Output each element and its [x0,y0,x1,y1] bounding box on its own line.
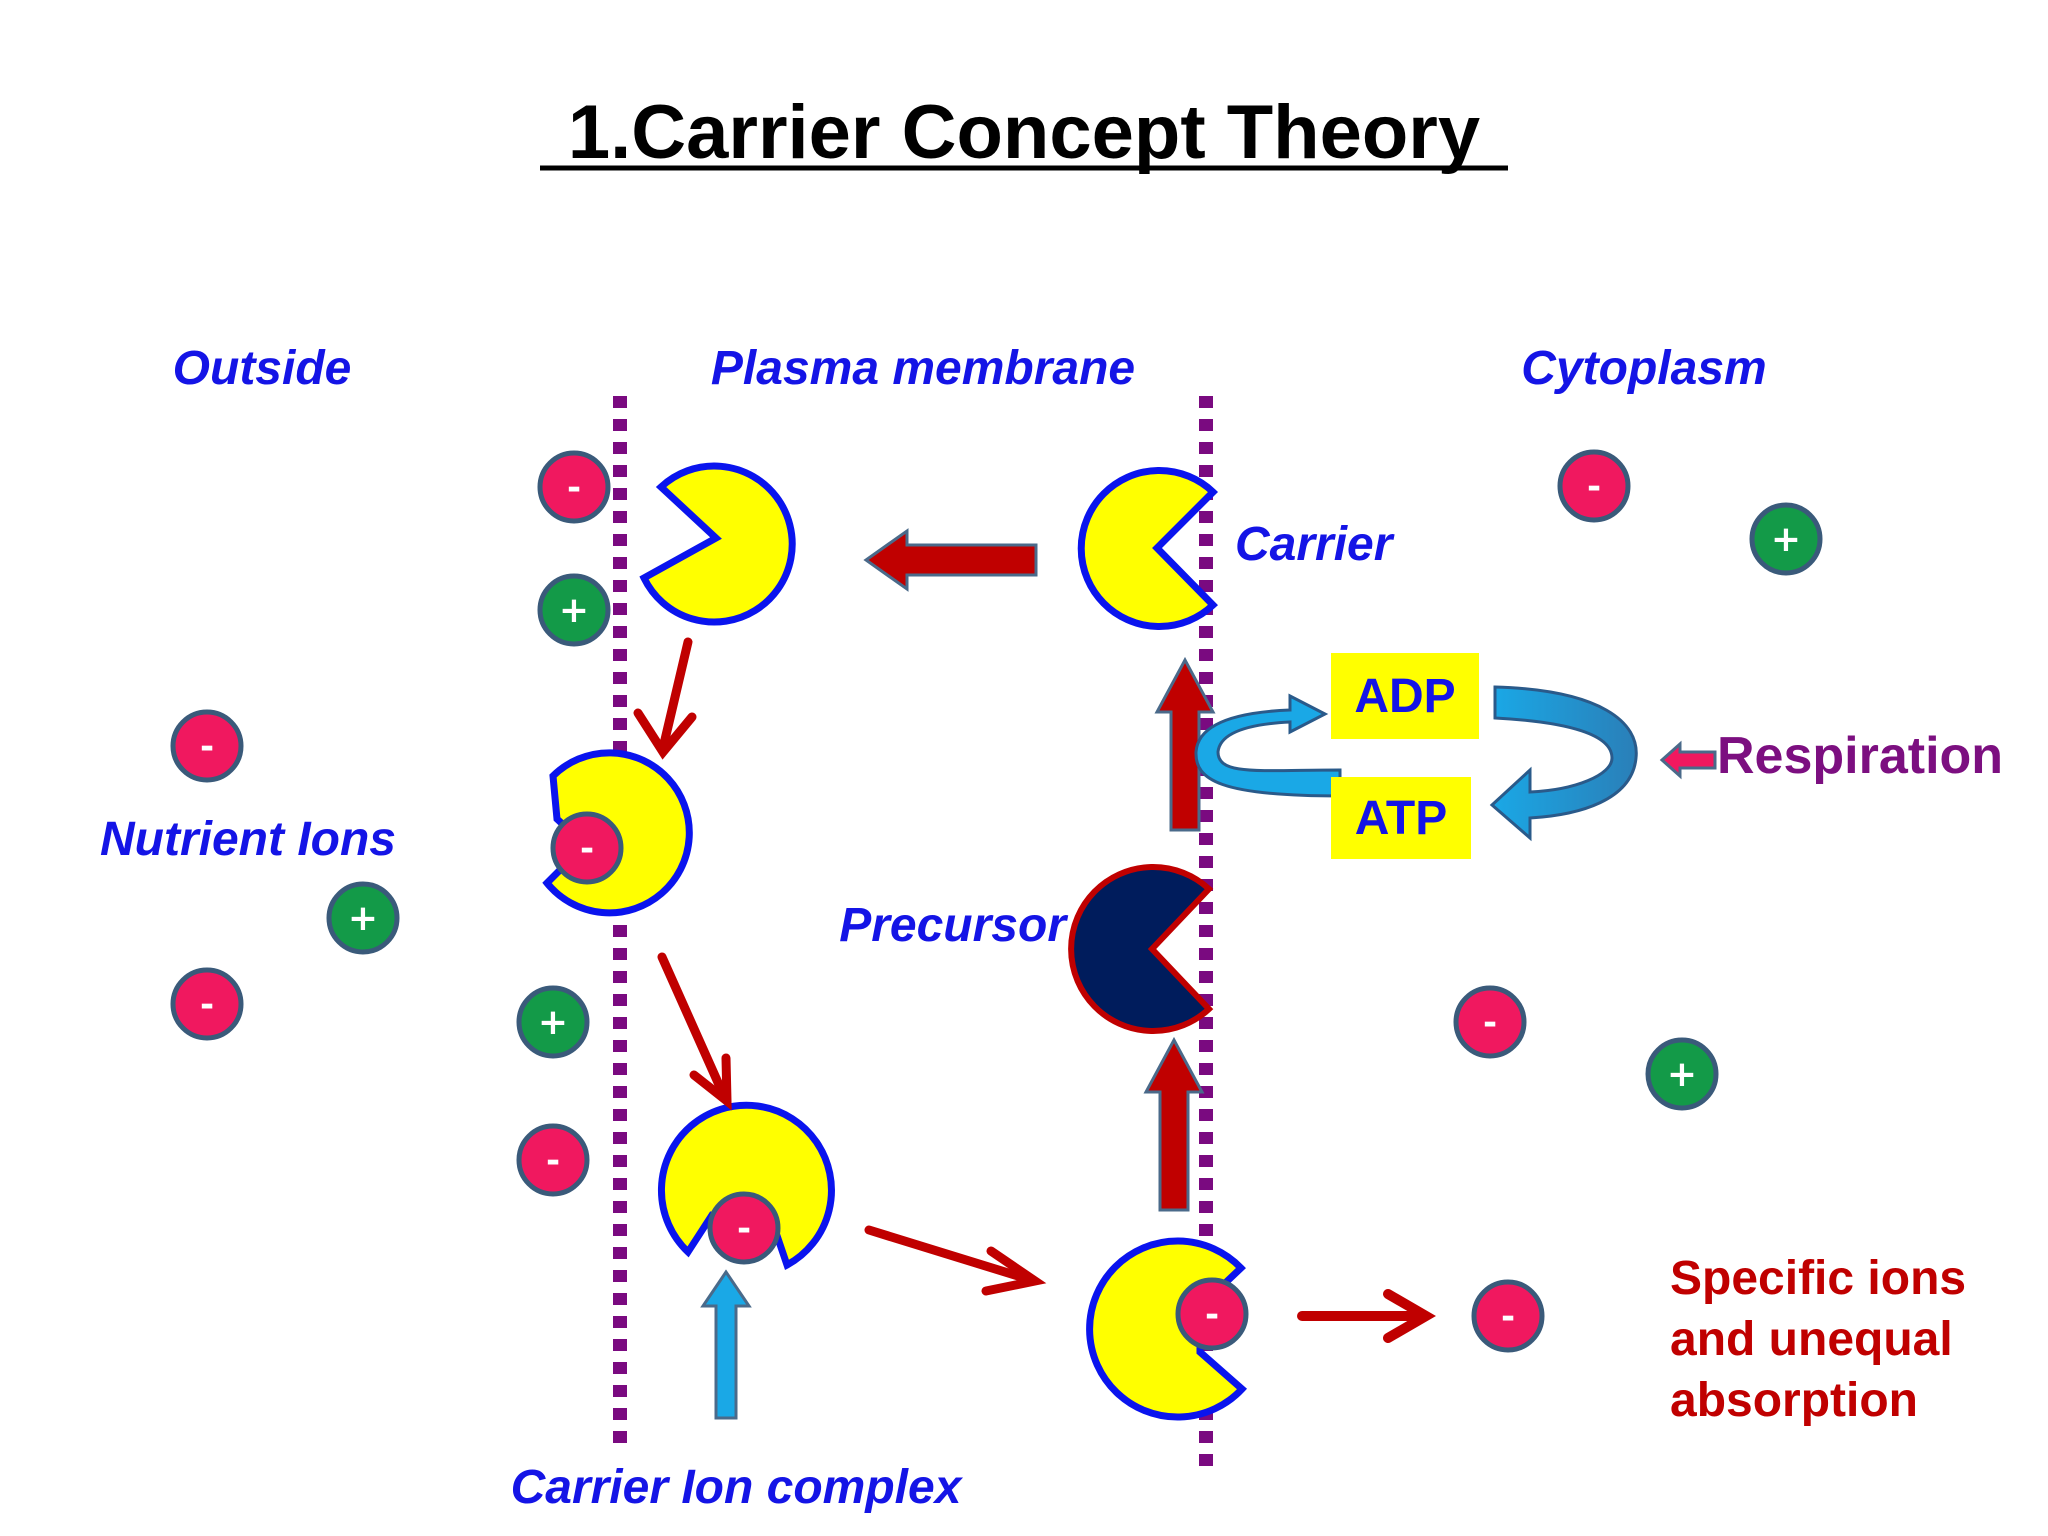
ion-negative-outside-1: - [170,709,244,783]
region-label-cytoplasm: Cytoplasm [1521,342,1766,395]
ion-negative-cytoplasm-bottom: - [1453,985,1527,1059]
precursor-label: Precursor [839,899,1068,952]
release-ion-arrow [1297,1289,1436,1343]
ion-negative-outer-bottom: - [516,1123,590,1197]
ion-positive-cytoplasm-bottom-sign: + [1667,1054,1697,1095]
ion-positive-outside: + [326,881,400,955]
ion-negative-outside-1-sign: - [200,727,214,767]
ion-negative-cytoplasm-top: - [1557,449,1631,523]
ion-positive-outer-top: + [537,573,611,647]
carrier-shape-outer-top [639,462,796,626]
ion-positive-cytoplasm-bottom: + [1645,1037,1719,1111]
ion-negative-bound-sign: - [580,829,594,869]
nutrient-ions-label: Nutrient Ions [100,813,396,866]
precursor-shape [1068,864,1214,1034]
specific-ions-line-2: and unequal [1670,1313,1953,1366]
carrier-ion-complex-shape [657,1101,835,1271]
carrier-ion-complex-pointer-arrow [700,1269,752,1420]
ion-negative-released-sign: - [1501,1297,1515,1337]
ion-negative-outside-2-sign: - [200,985,214,1025]
ion-negative-outer-top: - [537,450,611,524]
ion-layer: - + - + - + - - - - - - + - + [170,449,1823,1353]
ion-negative-releasing-sign: - [1205,1295,1219,1335]
respiration-arrow [1659,740,1717,780]
ion-negative-released: - [1471,1279,1545,1353]
atp-label: ATP [1355,792,1447,845]
ion-negative-outer-bottom-sign: - [546,1141,560,1181]
ion-negative-bound: - [550,811,624,885]
ion-negative-cytoplasm-bottom-sign: - [1483,1003,1497,1043]
diagram-title: 1.Carrier Concept Theory [568,90,1480,175]
energy-activation-arrow [1154,656,1216,832]
ion-negative-outer-top-sign: - [567,468,581,508]
adp-box [1331,653,1479,739]
carrier-ion-complex-label: Carrier Ion complex [511,1461,964,1514]
atp-box [1331,777,1471,859]
carrier-return-arrow [863,528,1038,592]
carrier-to-binding-arrow [633,637,697,760]
ion-negative-cytoplasm-top-sign: - [1587,467,1601,507]
precursor-activation-arrow [1143,1036,1205,1212]
binding-to-complex-arrow [657,952,732,1111]
region-label-membrane: Plasma membrane [711,342,1135,395]
specific-ions-line-3: absorption [1670,1374,1918,1427]
adp-atp-cycle [1194,685,1638,842]
ion-positive-cytoplasm-top: + [1749,502,1823,576]
carrier-label: Carrier [1235,518,1395,571]
ion-negative-in-complex-sign: - [737,1209,751,1249]
specific-ions-line-1: Specific ions [1670,1252,1966,1305]
carrier-shape-inner-top [1077,467,1219,630]
respiration-label: Respiration [1717,727,2003,785]
ion-positive-cytoplasm-top-sign: + [1771,519,1801,560]
ion-negative-releasing: - [1175,1277,1249,1351]
ion-positive-outer-bottom-sign: + [538,1002,568,1043]
complex-to-release-arrow [864,1225,1047,1296]
region-label-outside: Outside [173,342,352,395]
ion-positive-outer-top-sign: + [559,590,589,631]
adp-label: ADP [1354,670,1455,723]
ion-positive-outside-sign: + [348,898,378,939]
ion-negative-in-complex: - [707,1191,781,1265]
ion-positive-outer-bottom: + [516,985,590,1059]
ion-negative-outside-2: - [170,967,244,1041]
